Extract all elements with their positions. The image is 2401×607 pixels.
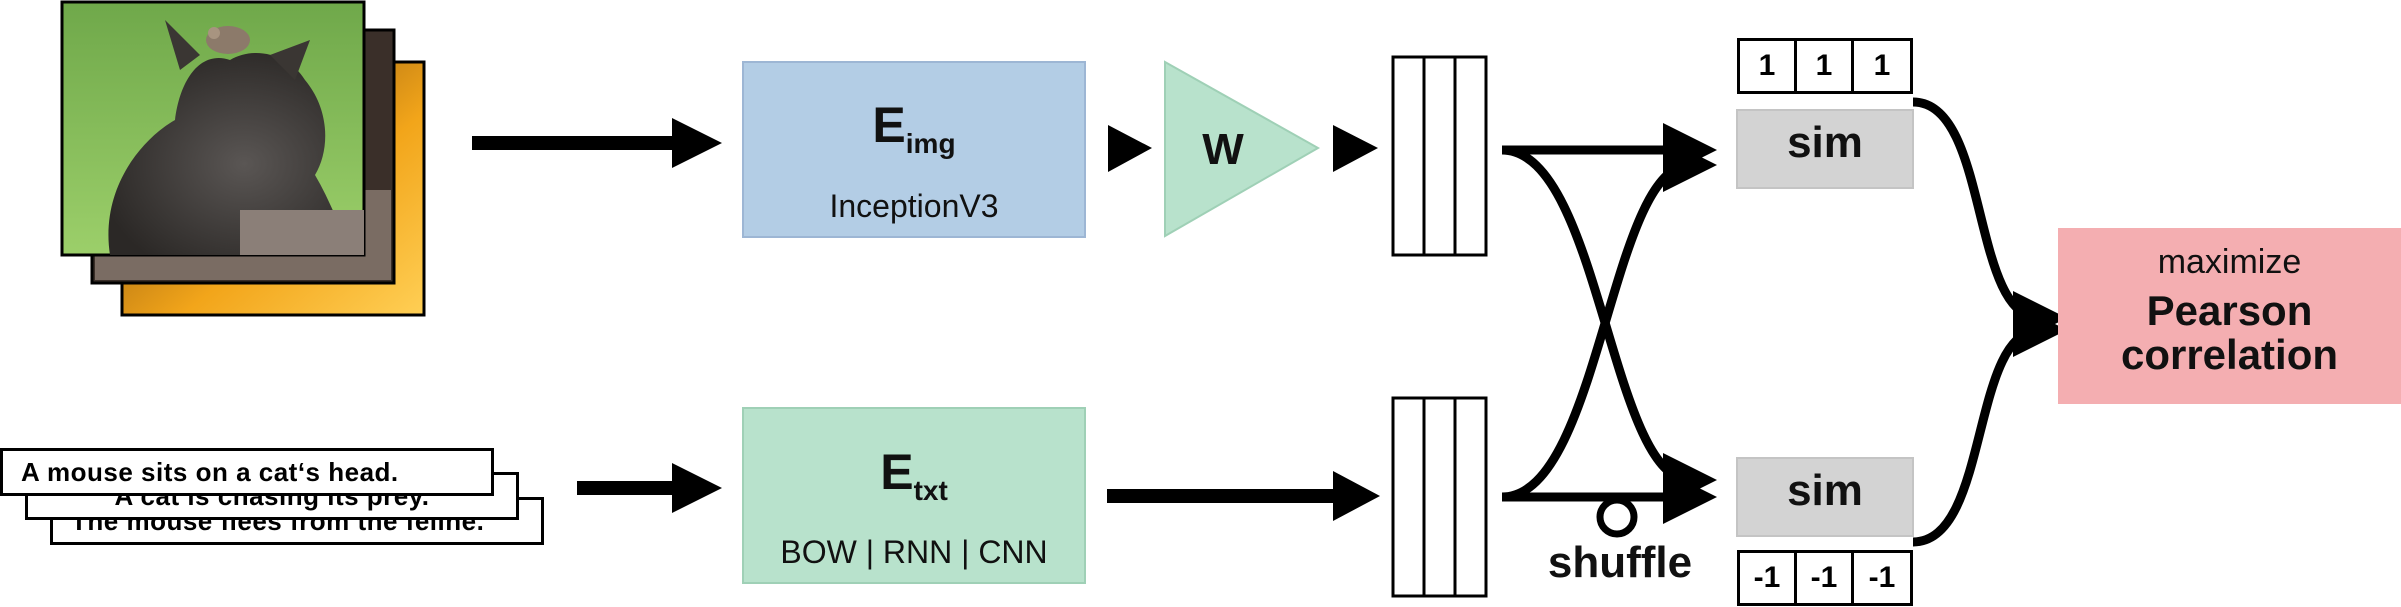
sim-label-bottom: sim	[1787, 466, 1863, 515]
photo-front-cat	[60, 0, 366, 257]
text-encoder-subscript: txt	[913, 475, 948, 506]
text-encoder-name: BOW | RNN | CNN	[780, 534, 1048, 570]
target-cell-top-1: 1	[1737, 38, 1797, 94]
arrowhead-text	[672, 463, 722, 513]
objective-line-2: Pearson	[2146, 287, 2313, 334]
pairing-connectors	[1501, 123, 1717, 524]
text-encoder-box	[742, 407, 1086, 584]
projection-w-triangle	[1164, 60, 1321, 238]
target-cell-bottom-2: -1	[1794, 550, 1854, 606]
arrowhead-image	[672, 118, 722, 168]
shuffle-node-icon	[1596, 496, 1638, 538]
image-embedding-vector	[1391, 55, 1488, 257]
sim-box-bottom	[1736, 457, 1914, 537]
image-encoder-subscript: img	[905, 128, 956, 159]
arrowhead-to-w	[1108, 125, 1152, 172]
arrowhead-text-encoder	[1333, 471, 1380, 521]
target-cell-top-2: 1	[1794, 38, 1854, 94]
arrowhead-from-w	[1333, 125, 1378, 172]
shuffle-label: shuffle	[1547, 538, 1693, 587]
text-encoder-symbol: Etxt	[743, 443, 1085, 507]
sim-label-top: sim	[1787, 118, 1863, 167]
image-stack	[60, 0, 426, 317]
text-embedding-vector	[1391, 396, 1488, 598]
image-encoder-letter: E	[872, 97, 906, 153]
objective-line-1: maximize	[2157, 243, 2302, 281]
target-cell-bottom-1: -1	[1737, 550, 1797, 606]
objective-box	[2058, 228, 2401, 404]
target-cell-bottom-3: -1	[1851, 550, 1913, 606]
caption-card-1: A mouse sits on a cat‘s head.	[0, 448, 494, 496]
objective-line-3: correlation	[2120, 331, 2339, 378]
image-encoder-box	[742, 61, 1086, 238]
sim-box-top	[1736, 109, 1914, 189]
target-cell-top-3: 1	[1851, 38, 1913, 94]
projection-w-label: W	[1202, 125, 1244, 174]
text-encoder-letter: E	[880, 444, 914, 500]
image-encoder-name: InceptionV3	[829, 188, 999, 224]
image-encoder-symbol: Eimg	[743, 96, 1085, 160]
objective-connectors	[1912, 97, 2067, 547]
